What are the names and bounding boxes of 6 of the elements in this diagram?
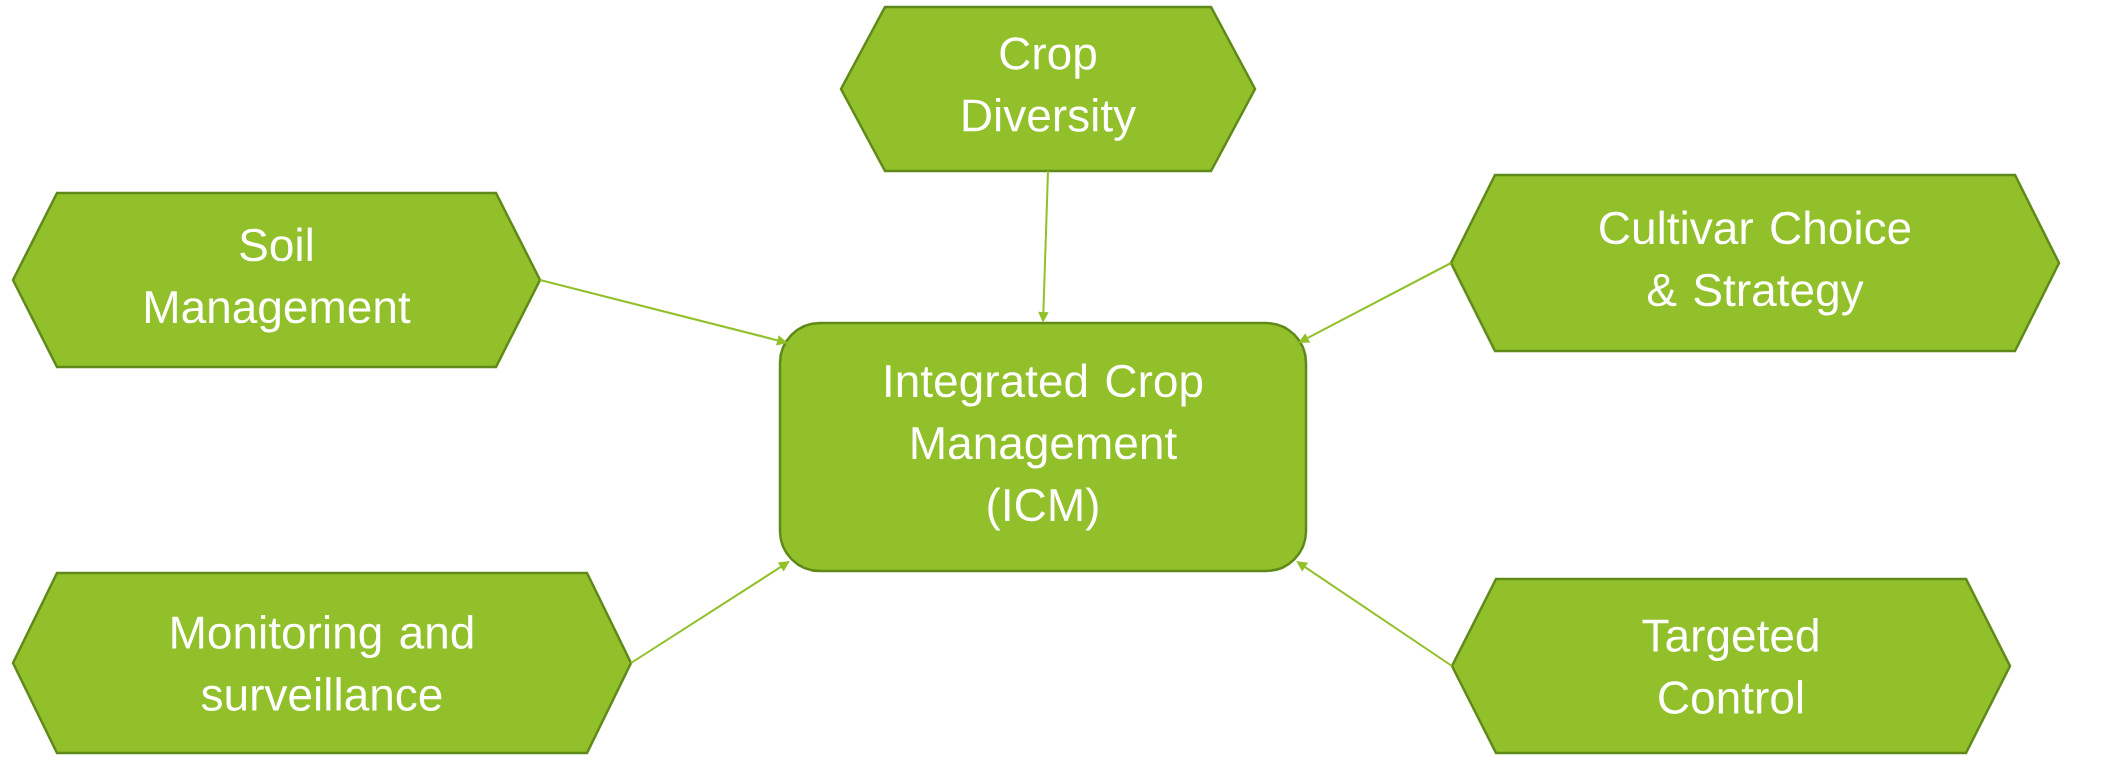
hexagon-box: Targeted Control — [1450, 577, 2012, 755]
hexagon-box: Crop Diversity — [839, 5, 1257, 173]
hexagon-box: Cultivar Choice & Strategy — [1449, 173, 2061, 353]
hexagon-box: Monitoring and surveillance — [11, 571, 633, 755]
hexagon-box: Soil Management — [11, 191, 542, 369]
rounded-box: Integrated Crop Management (ICM) — [778, 321, 1308, 573]
